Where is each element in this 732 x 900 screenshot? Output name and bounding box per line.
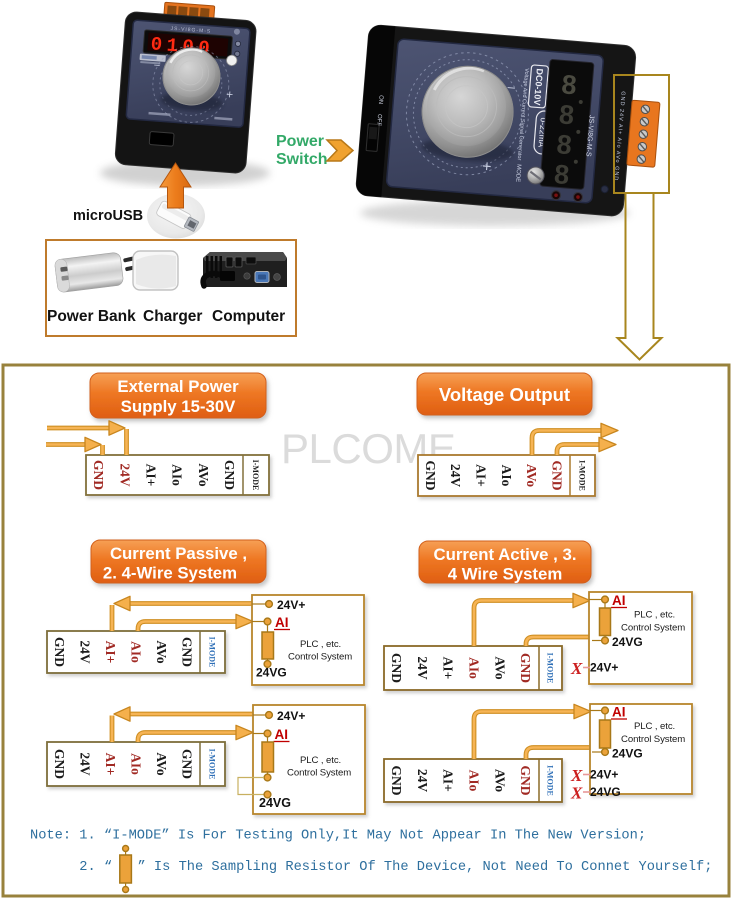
svg-text:JS-VI8G-M-S: JS-VI8G-M-S	[584, 115, 594, 157]
svg-text:GND: GND	[423, 461, 438, 491]
svg-text:8: 8	[553, 159, 570, 190]
svg-text:PLC , etc.: PLC , etc.	[300, 755, 341, 766]
svg-text:GND: GND	[179, 749, 194, 779]
svg-text:+: +	[481, 158, 492, 176]
svg-text:Computer: Computer	[212, 308, 285, 325]
svg-text:–: –	[154, 60, 161, 71]
svg-text:X: X	[570, 659, 583, 678]
svg-text:AVo: AVo	[196, 463, 211, 487]
svg-text:PLC , etc.: PLC , etc.	[634, 721, 675, 732]
svg-text:4 Wire System: 4 Wire System	[448, 565, 563, 584]
svg-text:Voltage Output: Voltage Output	[439, 384, 570, 405]
svg-text:GND: GND	[52, 749, 67, 779]
svg-text:Charger: Charger	[143, 308, 202, 325]
svg-text:2. 4-Wire System: 2. 4-Wire System	[103, 564, 237, 583]
svg-text:24V: 24V	[448, 464, 463, 488]
svg-text:GND: GND	[518, 766, 533, 796]
svg-text:2. “: 2. “	[79, 860, 112, 875]
svg-text:24V+: 24V+	[590, 768, 618, 782]
svg-text:8: 8	[560, 69, 577, 100]
svg-text:GND: GND	[91, 460, 106, 490]
svg-text:AI+: AI+	[103, 641, 118, 664]
svg-text:24VG: 24VG	[612, 747, 643, 761]
svg-text:AVo: AVo	[492, 769, 507, 793]
svg-text:MODE: MODE	[514, 164, 521, 182]
svg-text:X: X	[570, 766, 583, 785]
svg-text:Current Active , 3.: Current Active , 3.	[434, 545, 577, 564]
svg-text:8: 8	[558, 99, 575, 130]
svg-text:AI+: AI+	[144, 464, 159, 487]
svg-text:I-MODE: I-MODE	[208, 637, 217, 668]
svg-text:24VG: 24VG	[256, 666, 287, 680]
svg-text:8: 8	[555, 129, 572, 160]
svg-text:AIo: AIo	[128, 641, 143, 663]
svg-text:Control System: Control System	[621, 623, 685, 634]
svg-text:AI+: AI+	[441, 769, 456, 792]
svg-text:AIo: AIo	[499, 465, 514, 487]
svg-text:24V+: 24V+	[277, 709, 305, 723]
svg-text:Power: Power	[276, 133, 324, 150]
svg-text:AI+: AI+	[441, 657, 456, 680]
svg-text:” Is The Sampling Resistor Of: ” Is The Sampling Resistor Of The Device…	[138, 860, 713, 875]
svg-text:AI: AI	[612, 705, 626, 720]
svg-text:X: X	[570, 784, 583, 803]
svg-text:24V: 24V	[415, 769, 430, 793]
svg-text:AI: AI	[612, 593, 626, 608]
svg-text:External Power: External Power	[117, 377, 239, 396]
svg-text:Control System: Control System	[288, 652, 352, 663]
svg-text:AVo: AVo	[154, 640, 169, 664]
svg-text:GND: GND	[549, 461, 564, 491]
svg-text:GND: GND	[179, 637, 194, 667]
svg-text:DC0-10V: DC0-10V	[532, 68, 545, 106]
svg-text:AVo: AVo	[154, 752, 169, 776]
svg-text:JS-VI8G-M-S: JS-VI8G-M-S	[170, 26, 211, 35]
svg-text:24VG: 24VG	[259, 796, 291, 810]
svg-text:Switch: Switch	[276, 151, 328, 168]
svg-text:I-MODE: I-MODE	[208, 749, 217, 780]
svg-text:AI+: AI+	[473, 464, 488, 487]
svg-text:PLC , etc.: PLC , etc.	[634, 610, 675, 621]
svg-text:I-MODE: I-MODE	[578, 460, 587, 491]
svg-text:AI: AI	[275, 727, 289, 742]
svg-text:24VG: 24VG	[590, 785, 621, 799]
svg-text:AI+: AI+	[103, 753, 118, 776]
svg-text:PLC , etc.: PLC , etc.	[300, 639, 341, 650]
svg-text:AI: AI	[275, 615, 289, 630]
svg-text:GND: GND	[389, 653, 404, 683]
svg-text:Current Passive ,: Current Passive ,	[110, 544, 247, 563]
svg-text:AVo: AVo	[524, 464, 539, 488]
svg-text:Power Bank: Power Bank	[47, 308, 136, 325]
svg-text:Note: 1. “I-MODE” Is For Testi: Note: 1. “I-MODE” Is For Testing Only,It…	[30, 829, 646, 844]
svg-text:–: –	[507, 79, 516, 95]
svg-text:I-MODE: I-MODE	[546, 765, 555, 796]
svg-text:AIo: AIo	[467, 770, 482, 792]
svg-text:GND: GND	[222, 460, 237, 490]
svg-text:Supply 15-30V: Supply 15-30V	[121, 397, 237, 416]
svg-text:GND: GND	[518, 653, 533, 683]
svg-text:24V+: 24V+	[590, 661, 618, 675]
svg-text:+: +	[226, 87, 234, 101]
svg-text:I-MODE: I-MODE	[546, 653, 555, 684]
svg-text:I-MODE: I-MODE	[251, 460, 260, 491]
svg-text:ON OFF: ON OFF	[375, 95, 384, 127]
svg-text:24V: 24V	[77, 752, 92, 776]
svg-text:Control System: Control System	[621, 734, 685, 745]
svg-text:AIo: AIo	[128, 753, 143, 775]
svg-text:AIo: AIo	[467, 657, 482, 679]
svg-text:GND: GND	[52, 637, 67, 667]
svg-text:24VG: 24VG	[612, 635, 643, 649]
svg-text:24V: 24V	[77, 640, 92, 664]
svg-text:AIo: AIo	[170, 464, 185, 486]
svg-text:24V+: 24V+	[277, 598, 305, 612]
svg-text:24V: 24V	[117, 463, 132, 487]
svg-text:GND: GND	[389, 766, 404, 796]
svg-text:AVo: AVo	[492, 656, 507, 680]
svg-text:microUSB: microUSB	[73, 208, 143, 224]
svg-text:24V: 24V	[415, 656, 430, 680]
svg-text:Control System: Control System	[287, 768, 351, 779]
